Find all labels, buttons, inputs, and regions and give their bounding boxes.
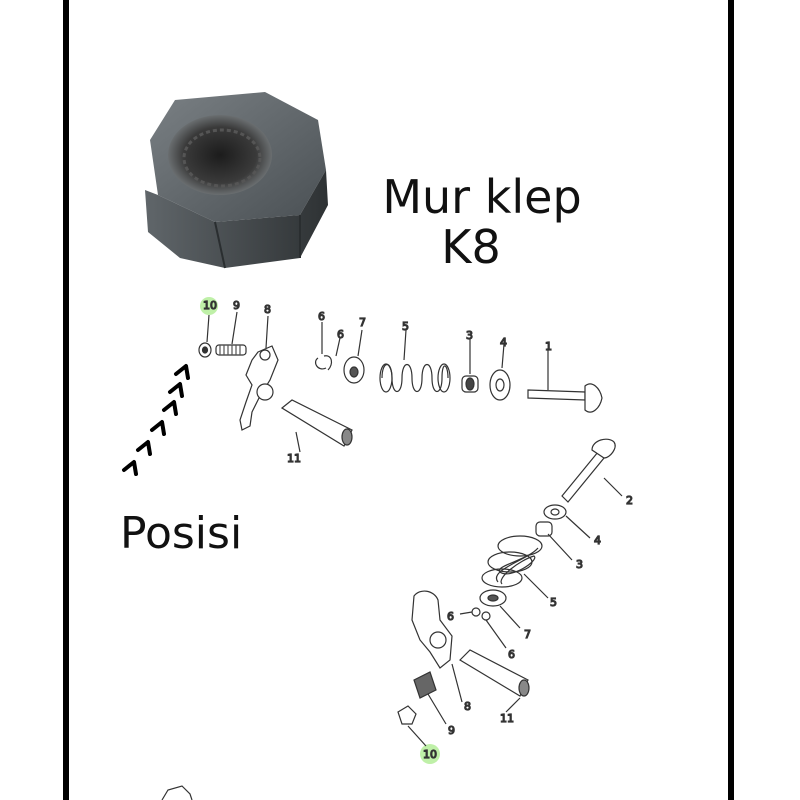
callout-top-6a: 6 xyxy=(318,310,325,323)
left-frame-border xyxy=(63,0,69,800)
position-caption: Posisi xyxy=(120,508,243,559)
callout-bottom-4: 4 xyxy=(594,534,601,547)
bottom-assembly: 2 4 3 5 6 7 6 8 9 11 10 xyxy=(397,438,634,764)
chevron-arrow-icon xyxy=(168,382,184,398)
callout-top-10: 10 xyxy=(203,299,217,312)
callout-top-4: 4 xyxy=(500,336,507,349)
callout-bottom-8: 8 xyxy=(464,700,471,713)
right-frame-border xyxy=(728,0,734,800)
position-arrows xyxy=(122,364,190,476)
callout-bottom-3: 3 xyxy=(576,558,583,571)
callout-bottom-11: 11 xyxy=(500,712,514,725)
chevron-arrow-icon xyxy=(122,460,138,476)
callout-top-8: 8 xyxy=(264,303,271,316)
chevron-arrow-icon xyxy=(174,364,190,380)
callout-bottom-10: 10 xyxy=(423,748,437,761)
chevron-arrow-icon xyxy=(150,420,166,436)
chevron-arrow-icon xyxy=(136,440,152,456)
callout-top-11: 11 xyxy=(287,452,301,465)
top-assembly: 10 9 8 6 6 7 5 3 4 1 11 xyxy=(198,297,603,466)
callout-top-1: 1 xyxy=(545,340,552,353)
callout-bottom-2: 2 xyxy=(626,494,633,507)
highlight-badge xyxy=(200,297,218,315)
callout-top-6b: 6 xyxy=(337,328,344,341)
chevron-arrow-icon xyxy=(162,400,178,416)
callout-top-3: 3 xyxy=(466,329,473,342)
callout-top-7: 7 xyxy=(359,316,366,329)
callout-top-9: 9 xyxy=(233,299,240,312)
callout-bottom-6b: 6 xyxy=(508,648,515,661)
partial-part-bottom xyxy=(161,785,193,800)
callout-bottom-7: 7 xyxy=(524,628,531,641)
callout-bottom-6a: 6 xyxy=(447,610,454,623)
title-line-2: K8 xyxy=(441,220,501,274)
highlight-badge xyxy=(420,744,440,764)
callout-top-5: 5 xyxy=(402,320,409,333)
callout-bottom-9: 9 xyxy=(448,724,455,737)
hex-nut-photo xyxy=(145,92,328,269)
title-line-1: Mur klep xyxy=(382,170,582,224)
product-title: Mur klep K8 xyxy=(362,172,602,272)
callout-bottom-5: 5 xyxy=(550,596,557,609)
